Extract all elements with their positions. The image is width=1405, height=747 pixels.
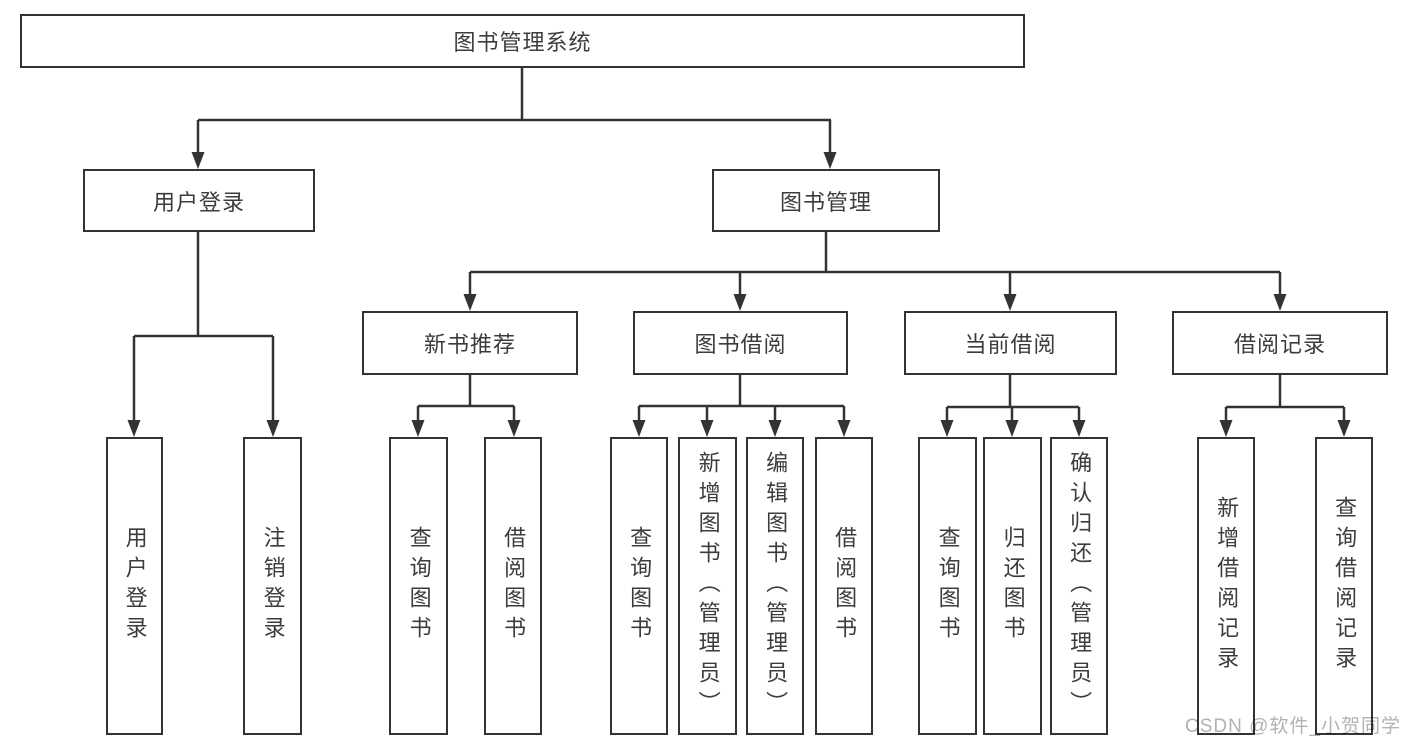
arrowhead-icon — [266, 420, 280, 437]
node-book-borrow-label: 图书借阅 — [694, 332, 787, 357]
leaf-recommend-borrow-books-label: 借阅图书 — [501, 526, 527, 646]
node-root: 图书管理系统 — [20, 14, 1025, 68]
node-current-borrow-label: 当前借阅 — [964, 332, 1057, 357]
arrowhead-icon — [940, 420, 954, 437]
node-borrow-records-label: 借阅记录 — [1233, 332, 1326, 357]
leaf-add-books-admin-label: 新增图书（管理员） — [695, 451, 721, 721]
arrowhead-icon — [411, 420, 425, 437]
arrowhead-icon — [733, 294, 747, 311]
leaf-recommend-query-books: 查询图书 — [389, 437, 448, 735]
leaf-user-login: 用户登录 — [106, 437, 163, 735]
leaf-return-books-label: 归还图书 — [1000, 526, 1026, 646]
leaf-return-books: 归还图书 — [983, 437, 1042, 735]
node-current-borrow: 当前借阅 — [904, 311, 1117, 375]
leaf-borrow-query-books-label: 查询图书 — [627, 526, 653, 646]
arrowhead-icon — [127, 420, 141, 437]
arrowhead-icon — [1273, 294, 1287, 311]
arrowhead-icon — [1337, 420, 1351, 437]
node-book-management: 图书管理 — [712, 169, 940, 232]
arrowhead-icon — [1072, 420, 1086, 437]
node-user-login-label: 用户登录 — [152, 189, 245, 215]
leaf-recommend-borrow-books: 借阅图书 — [484, 437, 542, 735]
leaf-logout-label: 注销登录 — [260, 526, 286, 646]
leaf-query-borrow-record-label: 查询借阅记录 — [1332, 496, 1358, 676]
leaf-current-query-books: 查询图书 — [918, 437, 977, 735]
leaf-borrow-borrow-books: 借阅图书 — [815, 437, 873, 735]
leaf-add-borrow-record-label: 新增借阅记录 — [1214, 496, 1240, 676]
leaf-logout: 注销登录 — [243, 437, 302, 735]
arrowhead-icon — [823, 152, 837, 169]
node-root-label: 图书管理系统 — [453, 30, 592, 55]
leaf-user-login-label: 用户登录 — [122, 526, 148, 646]
leaf-confirm-return-admin: 确认归还（管理员） — [1050, 437, 1108, 735]
node-new-book-recommend: 新书推荐 — [362, 311, 578, 375]
node-user-login: 用户登录 — [83, 169, 315, 232]
leaf-query-borrow-record: 查询借阅记录 — [1315, 437, 1373, 735]
arrowhead-icon — [507, 420, 521, 437]
leaf-current-query-books-label: 查询图书 — [935, 526, 961, 646]
watermark: CSDN @软件_小贺同学 — [1185, 716, 1401, 737]
arrowhead-icon — [191, 152, 205, 169]
leaf-borrow-borrow-books-label: 借阅图书 — [832, 526, 858, 646]
leaf-add-borrow-record: 新增借阅记录 — [1197, 437, 1255, 735]
leaf-edit-books-admin-label: 编辑图书（管理员） — [763, 451, 789, 721]
node-book-borrow: 图书借阅 — [633, 311, 848, 375]
arrowhead-icon — [632, 420, 646, 437]
leaf-recommend-query-books-label: 查询图书 — [406, 526, 432, 646]
arrowhead-icon — [768, 420, 782, 437]
node-book-management-label: 图书管理 — [779, 189, 872, 215]
arrowhead-icon — [700, 420, 714, 437]
arrowhead-icon — [463, 294, 477, 311]
leaf-borrow-query-books: 查询图书 — [610, 437, 668, 735]
node-new-book-recommend-label: 新书推荐 — [423, 332, 516, 357]
arrowhead-icon — [1005, 420, 1019, 437]
arrowhead-icon — [1003, 294, 1017, 311]
arrowhead-icon — [1219, 420, 1233, 437]
arrowhead-icon — [837, 420, 851, 437]
leaf-edit-books-admin: 编辑图书（管理员） — [746, 437, 804, 735]
node-borrow-records: 借阅记录 — [1172, 311, 1388, 375]
leaf-confirm-return-admin-label: 确认归还（管理员） — [1067, 451, 1093, 721]
leaf-add-books-admin: 新增图书（管理员） — [678, 437, 737, 735]
